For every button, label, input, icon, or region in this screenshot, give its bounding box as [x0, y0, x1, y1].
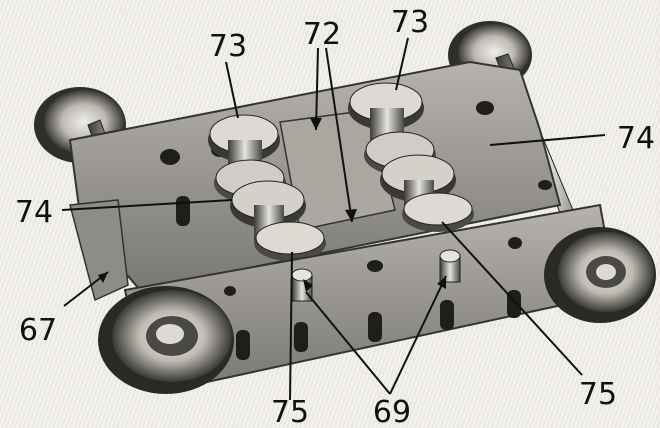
label-74-right: 74 — [617, 121, 655, 156]
front-left-wheel — [98, 286, 234, 394]
front-right-wheel — [544, 227, 656, 323]
leader-69-right — [389, 275, 447, 395]
leader-75-right — [441, 221, 583, 376]
leader-74-right — [489, 134, 606, 146]
label-75-right: 75 — [579, 377, 617, 412]
leader-69-left — [305, 291, 391, 395]
left-bracket — [69, 199, 129, 302]
pulley-lower-left — [230, 180, 326, 261]
label-75-left: 75 — [271, 395, 309, 428]
pulley-lower-right — [380, 154, 474, 232]
label-73-right: 73 — [391, 5, 429, 40]
leader-75-left — [289, 251, 293, 401]
label-69: 69 — [373, 395, 411, 428]
label-72: 72 — [303, 17, 341, 52]
leader-74-left — [61, 199, 233, 211]
leader-72-right — [325, 47, 353, 223]
label-74-left: 74 — [15, 195, 53, 230]
leader-73-left — [225, 61, 239, 119]
leader-72-left — [315, 47, 319, 131]
stud-right — [439, 249, 461, 283]
label-67: 67 — [19, 313, 57, 348]
leader-73-right — [395, 37, 409, 91]
arrowheads — [98, 118, 446, 292]
label-73-left: 73 — [209, 29, 247, 64]
leader-lines — [61, 37, 606, 401]
